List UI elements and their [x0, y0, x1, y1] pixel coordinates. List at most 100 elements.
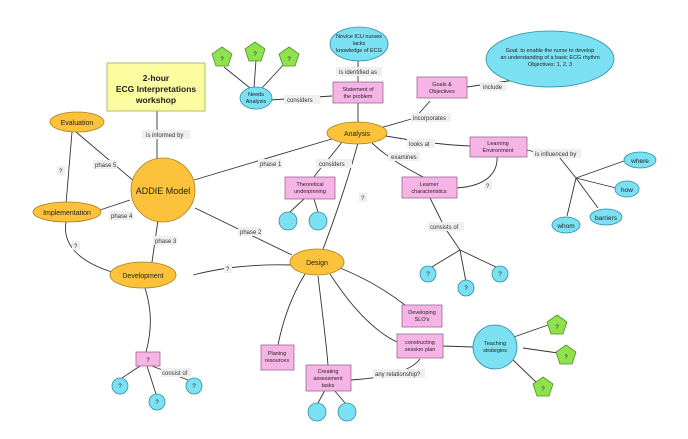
label-consist-of: consist of [162, 371, 188, 377]
teaching-pentagon-3[interactable]: ? [532, 376, 554, 397]
learner-line-2: characteristics [411, 189, 446, 195]
planing-resources-node[interactable]: Planing resources [260, 344, 295, 371]
statement-node[interactable]: Statement of the problem [332, 81, 384, 104]
edge-q-c2 [146, 365, 157, 395]
edge-hub-how [575, 177, 617, 189]
goal-node[interactable]: Goal: to enable the nurse to develop an … [485, 30, 615, 88]
edge-creating-c1 [317, 389, 326, 404]
label-incorporates: incorporates [413, 116, 446, 122]
teaching-pentagon-2[interactable]: ? [555, 344, 577, 365]
edge-consists-c2 [459, 249, 467, 283]
creating-circle-2[interactable] [337, 402, 357, 422]
theoretical-node[interactable]: Theoretical underpinning [284, 176, 336, 200]
implementation-node[interactable]: Implementation [32, 201, 102, 223]
learning-environment-node[interactable]: Learning Environment [469, 136, 528, 158]
learning-env-line-2: Environment [483, 148, 514, 154]
title-node[interactable]: 2-hour ECG Interpretations workshop [106, 62, 206, 112]
dev-circle-2[interactable]: ? [148, 393, 166, 411]
development-question-label: ? [146, 358, 150, 364]
edge-hub-where [575, 160, 625, 179]
needs-line-2: Analysis [246, 99, 267, 105]
label-looks-at: looks at [409, 142, 430, 148]
design-label: Design [306, 260, 328, 267]
learner-circle-3[interactable]: ? [491, 265, 509, 283]
title-line-2: ECG Interpretations [116, 84, 197, 94]
edge-consists-c3 [459, 249, 499, 269]
how-label: how [621, 187, 633, 194]
dev-circle-1-label: ? [118, 384, 122, 390]
where-node[interactable]: where [623, 151, 657, 169]
constructing-line-2: session plan [405, 347, 436, 353]
development-label: Development [122, 273, 163, 280]
constructing-node[interactable]: constructing session plan [396, 333, 444, 359]
edge-analysis-learner [371, 142, 426, 179]
addie-model-label: ADDIE Model [136, 186, 191, 196]
label-examines: examines [391, 155, 417, 161]
edge-hub-whom [566, 177, 577, 217]
addie-model-node[interactable]: ADDIE Model [130, 157, 196, 223]
developing-slos-node[interactable]: Developing SLO's [401, 304, 443, 328]
edge-dev-q [144, 287, 151, 353]
barriers-node[interactable]: barriers [589, 208, 623, 226]
learner-circle-1[interactable]: ? [419, 265, 437, 283]
title-line-1: 2-hour [143, 73, 170, 83]
goals-line-2: Objectives [429, 89, 455, 95]
teaching-pentagon-3-label: ? [541, 387, 545, 393]
constructing-line-1: constructing [405, 340, 435, 346]
whom-node[interactable]: whom [551, 216, 581, 234]
developing-line-1: Developing [408, 310, 436, 316]
whom-label: whom [556, 223, 574, 230]
edge-analysis-design [321, 142, 359, 253]
learner-characteristics-node[interactable]: Learner characteristics [401, 176, 458, 199]
dev-circle-3[interactable]: ? [185, 377, 203, 395]
teaching-strategies-node[interactable]: Teaching strategies [472, 324, 518, 370]
label-q-design-dev: ? [226, 267, 230, 273]
needs-pentagon-2[interactable]: ? [244, 41, 266, 62]
theory-circle-1[interactable] [278, 211, 298, 231]
dev-circle-1[interactable]: ? [111, 377, 129, 395]
novice-node[interactable]: Novice ICU nurses lacks knowledge of ECG [329, 26, 389, 62]
statement-line-1: Statement of [342, 87, 374, 93]
edge-needs-green3 [261, 61, 287, 89]
how-node[interactable]: how [614, 180, 640, 198]
analysis-node[interactable]: Analysis [326, 121, 388, 145]
needs-pentagon-1[interactable]: ? [211, 46, 233, 67]
title-line-3: workshop [135, 95, 176, 105]
goals-objectives-node[interactable]: Goals & Objectives [416, 76, 468, 99]
label-influenced: is influenced by [535, 152, 576, 158]
design-node[interactable]: Design [289, 248, 345, 276]
theory-circle-2[interactable] [308, 211, 328, 231]
needs-pentagon-3[interactable]: ? [278, 46, 300, 67]
edge-theory-c2 [313, 198, 319, 213]
label-phase3: phase 3 [155, 239, 177, 245]
label-q-impl-eval: ? [59, 169, 63, 175]
creating-assessment-node[interactable]: Creating assessment tasks [305, 364, 352, 392]
edge-constructing-teaching [442, 345, 474, 348]
goal-line-2: an understanding of a basic ECG rhythm [500, 55, 600, 61]
needs-analysis-node[interactable]: Needs Analysis [239, 86, 273, 110]
label-phase5: phase 5 [95, 163, 117, 169]
creating-circle-1[interactable] [307, 402, 327, 422]
learning-env-line-1: Learning [487, 141, 508, 147]
edge-dev-impl [65, 221, 113, 273]
evaluation-node[interactable]: Evaluation [49, 111, 105, 133]
teaching-line-1: Teaching [484, 341, 506, 347]
needs-pentagon-2-label: ? [253, 52, 257, 58]
learner-circle-2[interactable]: ? [457, 279, 475, 297]
needs-pentagon-1-label: ? [220, 57, 224, 63]
edge-design-constructing [329, 273, 398, 343]
edge-teaching-green1 [510, 324, 549, 339]
edge-addie-evaluation [75, 131, 136, 183]
teaching-pentagon-1[interactable]: ? [546, 314, 568, 335]
learner-line-1: Learner [420, 182, 439, 188]
development-node[interactable]: Development [109, 261, 177, 289]
development-question-node[interactable]: ? [135, 351, 161, 367]
edge-consists-c1 [429, 249, 461, 269]
edge-q-c1 [121, 365, 141, 379]
label-consists: consists of [430, 225, 459, 231]
edge-design-creating [317, 275, 329, 366]
edge-addie-implementation [99, 199, 131, 211]
novice-line-2: lacks [353, 41, 366, 47]
planing-line-1: Planing [268, 351, 286, 357]
edge-teaching-green2 [522, 347, 559, 354]
